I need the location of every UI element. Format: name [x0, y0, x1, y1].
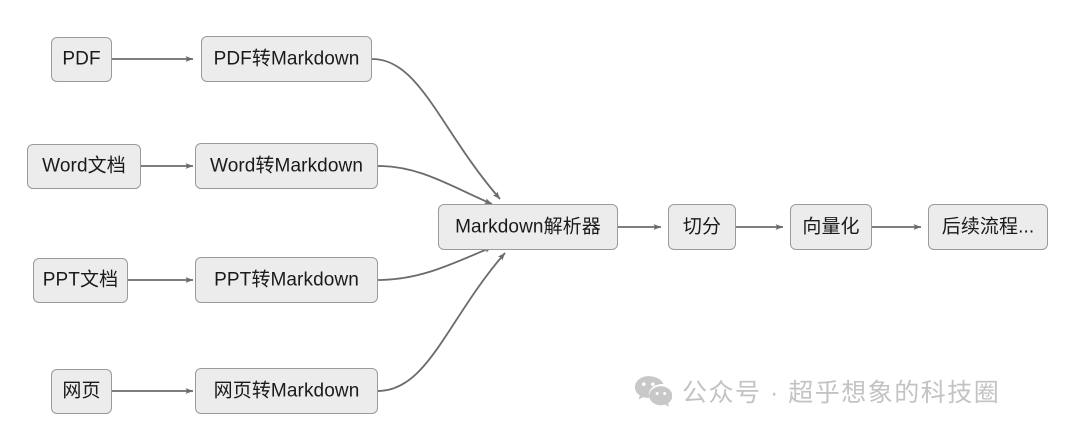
edge-word-convert-to-parser: [377, 165, 493, 205]
node-ppt-source[interactable]: PPT文档: [33, 258, 128, 303]
node-label: 向量化: [802, 216, 860, 237]
node-label: 后续流程...: [941, 216, 1035, 237]
wechat-icon: [634, 376, 672, 407]
watermark: 公众号 · 超乎想象的科技圈: [634, 373, 1000, 409]
node-label: 网页: [62, 380, 101, 402]
edge-web-convert-to-parser: [377, 252, 506, 392]
node-web-source[interactable]: 网页: [51, 369, 112, 414]
node-word-convert[interactable]: Word转Markdown: [195, 143, 378, 189]
node-label: PDF转Markdown: [213, 48, 360, 69]
node-pdf-source[interactable]: PDF: [51, 37, 112, 82]
node-label: PPT转Markdown: [214, 269, 359, 290]
node-label: PDF: [62, 48, 101, 70]
node-split[interactable]: 切分: [668, 204, 736, 250]
node-markdown-parser[interactable]: Markdown解析器: [438, 204, 618, 250]
node-next-process[interactable]: 后续流程...: [928, 204, 1048, 250]
node-label: 网页转Markdown: [213, 380, 360, 401]
node-label: Markdown解析器: [455, 216, 601, 237]
node-web-convert[interactable]: 网页转Markdown: [195, 368, 378, 414]
node-label: 切分: [682, 216, 722, 237]
node-ppt-convert[interactable]: PPT转Markdown: [195, 257, 378, 303]
watermark-text: 公众号 · 超乎想象的科技圈: [682, 379, 1001, 407]
node-vectorize[interactable]: 向量化: [790, 204, 872, 250]
node-pdf-convert[interactable]: PDF转Markdown: [201, 36, 372, 82]
node-word-source[interactable]: Word文档: [27, 144, 141, 189]
node-label: PPT文档: [42, 269, 119, 291]
node-label: Word转Markdown: [210, 155, 363, 176]
edge-pdf-convert-to-parser: [371, 58, 501, 200]
node-label: Word文档: [42, 155, 126, 177]
edge-ppt-convert-to-parser: [377, 246, 493, 281]
